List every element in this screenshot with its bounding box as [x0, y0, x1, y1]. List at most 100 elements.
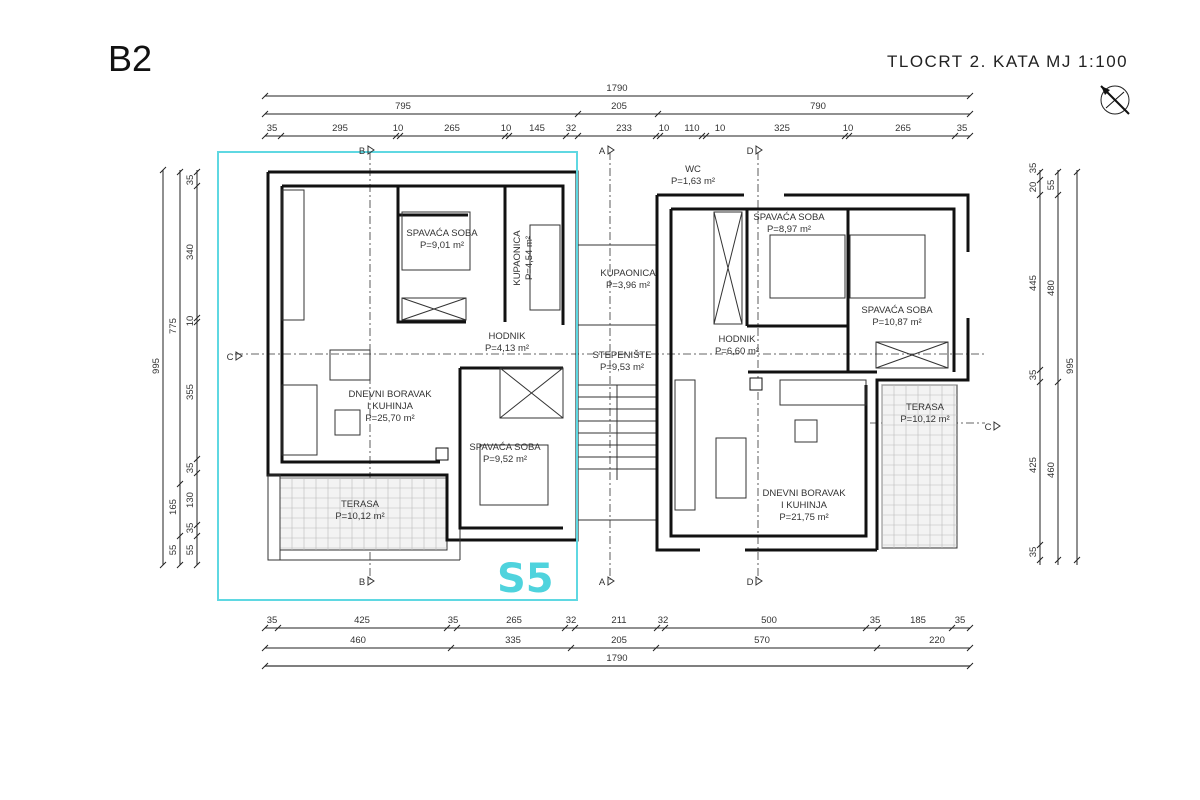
- section-arrow-icon: [755, 145, 763, 155]
- dimension-tick: [1036, 366, 1044, 374]
- dimension-tick: [193, 318, 201, 326]
- room-name: HODNIK: [489, 331, 527, 342]
- dimension-tick: [261, 662, 269, 670]
- room-name: STEPENIŠTE: [592, 350, 651, 361]
- dimension-label: 995: [151, 358, 162, 374]
- dimension-label: 35: [185, 523, 196, 534]
- dimension-label: 570: [754, 635, 770, 646]
- room-area: P=10,12 m²: [335, 511, 384, 522]
- section-arrow-icon: [755, 576, 763, 586]
- room-name: WC: [685, 164, 701, 175]
- room-area: P=4,54 m²: [524, 236, 535, 280]
- right-apartment-walls: [655, 193, 970, 552]
- room-area: P=9,53 m²: [600, 362, 644, 373]
- room-name: TERASA: [906, 402, 945, 413]
- dimension-tick: [193, 455, 201, 463]
- dimension-label: 55: [185, 545, 196, 556]
- dimension-label: 35: [185, 463, 196, 474]
- dimension-label: 10: [843, 123, 854, 134]
- room-area: P=3,96 m²: [606, 280, 650, 291]
- dimension-tick: [392, 132, 400, 140]
- dimension-tick: [159, 561, 167, 569]
- dimension-label: 460: [350, 635, 366, 646]
- dimension-label: 20: [1028, 182, 1039, 193]
- north-arrow-icon: [1100, 85, 1130, 115]
- dimension-tick: [1054, 556, 1062, 564]
- dimension-label: 325: [774, 123, 790, 134]
- room-name: KUPAONICA: [512, 230, 523, 286]
- section-marker: D: [747, 577, 754, 588]
- dimension-tick: [193, 561, 201, 569]
- dimension-tick: [862, 624, 870, 632]
- dimension-tick: [396, 132, 404, 140]
- dimension-label: 1790: [606, 83, 627, 94]
- dimension-tick: [574, 110, 582, 118]
- dimension-tick: [505, 132, 513, 140]
- room-area: P=1,63 m²: [671, 176, 715, 187]
- room-name: DNEVNI BORAVAK: [348, 389, 432, 400]
- dimension-label: 205: [611, 101, 627, 112]
- dimension-label: 35: [1028, 547, 1039, 558]
- section-marker: A: [599, 577, 606, 588]
- dimension-tick: [571, 624, 579, 632]
- dimension-label: 35: [267, 123, 278, 134]
- dimension-label: 355: [185, 384, 196, 400]
- dimension-label: 35: [448, 615, 459, 626]
- dimension-tick: [447, 644, 455, 652]
- dimension-label: 211: [611, 615, 626, 626]
- dimension-tick: [966, 624, 974, 632]
- room-area: P=4,13 m²: [485, 343, 529, 354]
- dimension-label: 55: [1046, 180, 1057, 191]
- dimension-label: 130: [185, 492, 196, 508]
- dimension-label: 995: [1065, 358, 1076, 374]
- dimension-tick: [261, 132, 269, 140]
- dimension-tick: [1073, 556, 1081, 564]
- dimension-label: 795: [395, 101, 411, 112]
- unit-highlight-frame[interactable]: [217, 151, 578, 601]
- dimension-tick: [159, 166, 167, 174]
- dimension-tick: [1054, 378, 1062, 386]
- dimension-label: 425: [354, 615, 370, 626]
- dimension-label: 460: [1046, 462, 1057, 478]
- dimension-tick: [653, 624, 661, 632]
- section-arrow-icon: [993, 421, 1001, 431]
- dimension-tick: [845, 132, 853, 140]
- dimension-tick: [261, 110, 269, 118]
- dimension-label: 10: [715, 123, 726, 134]
- dimension-label: 165: [168, 499, 179, 515]
- dimension-tick: [277, 132, 285, 140]
- dimension-tick: [501, 132, 509, 140]
- dimension-label: 145: [529, 123, 545, 134]
- dimension-label: 775: [168, 318, 179, 334]
- dimension-tick: [654, 110, 662, 118]
- dimension-label: 220: [929, 635, 945, 646]
- section-arrow-icon: [235, 351, 243, 361]
- dimension-label: 10: [659, 123, 670, 134]
- dimension-label: 480: [1046, 280, 1057, 296]
- dimension-label: 10: [393, 123, 404, 134]
- dimension-tick: [1036, 176, 1044, 184]
- room-area: P=10,87 m²: [872, 317, 921, 328]
- room-area: P=21,75 m²: [779, 512, 828, 523]
- dimension-label: 35: [957, 123, 968, 134]
- dimension-tick: [562, 132, 570, 140]
- dimension-label: 55: [168, 545, 179, 556]
- unit-label: S5: [497, 556, 554, 602]
- section-marker: B: [359, 577, 365, 588]
- section-arrow-icon: [367, 145, 375, 155]
- dimension-label: 35: [955, 615, 966, 626]
- dimension-tick: [966, 644, 974, 652]
- plan-title: B2: [108, 38, 153, 79]
- dimension-label: 32: [566, 615, 577, 626]
- room-name-line2: I KUHINJA: [781, 500, 828, 511]
